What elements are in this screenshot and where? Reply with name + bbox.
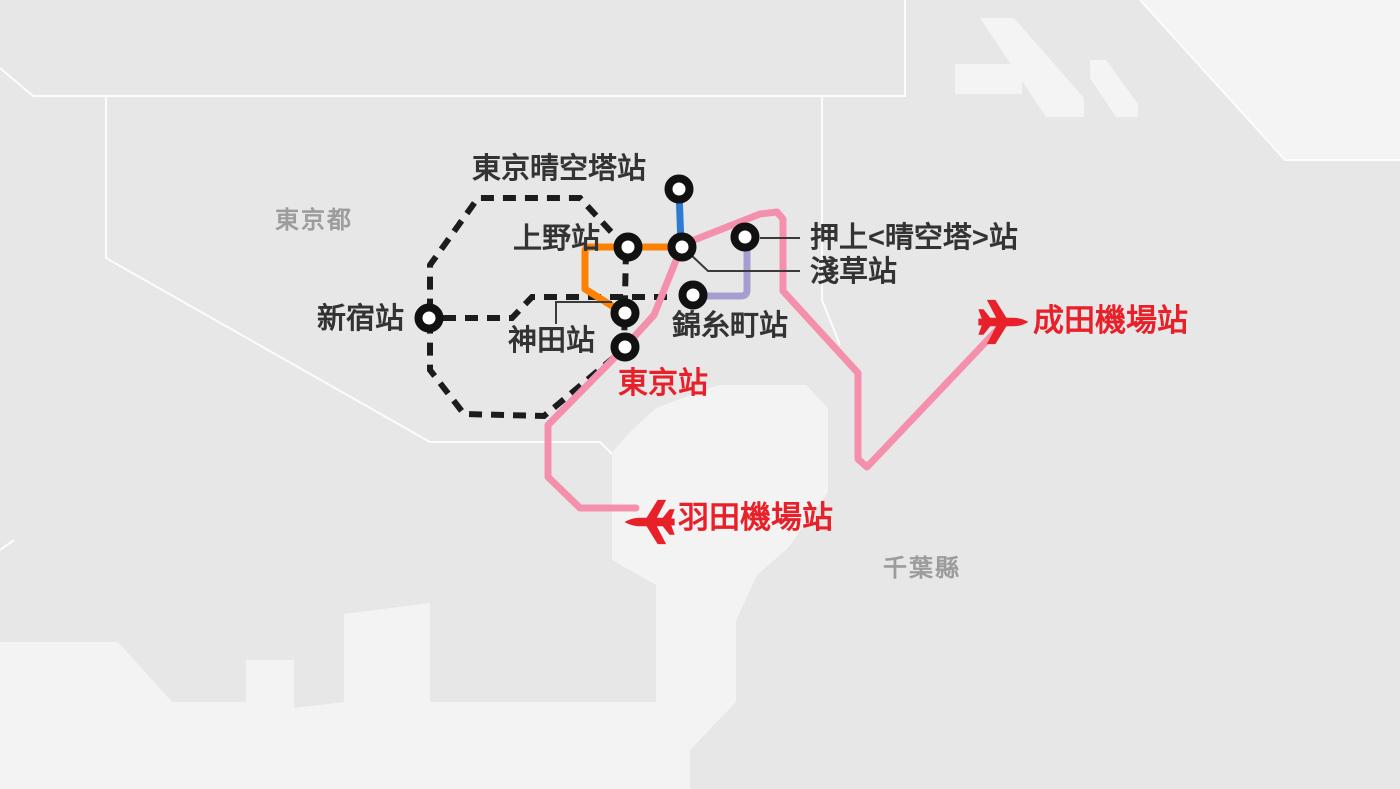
station-label-kinshicho: 錦糸町站: [672, 308, 788, 342]
station-marker-asakusa: [667, 232, 697, 262]
kanda-leader-line: [555, 301, 612, 324]
orange-line: [581, 243, 686, 313]
station-marker-oshiage: [730, 222, 760, 252]
chuo-sobu-dashed-line: [443, 294, 676, 321]
station-label-ueno: 上野站: [513, 222, 600, 255]
station-marker-shinjuku: [414, 303, 444, 333]
station-label-tokyo-station: 東京站: [618, 366, 708, 400]
station-label-kanda: 神田站: [508, 324, 595, 357]
decoration-tail-mark: [1090, 60, 1138, 117]
station-label-oshiage: 押上<晴空塔>站: [810, 220, 1018, 254]
boundary-line-west: [105, 96, 613, 455]
station-marker-tokyo-station: [610, 332, 640, 362]
boundary-line-east: [821, 96, 841, 346]
station-marker-tokyo-skytree: [664, 174, 694, 204]
asakusa-leader-line: [689, 253, 800, 272]
region-label-chiba-ken: 千葉縣: [883, 555, 961, 582]
station-label-asakusa: 淺草站: [810, 255, 897, 288]
station-label-tokyo-skytree: 東京晴空塔站: [472, 151, 646, 185]
airport-label-narita: 成田機場站: [1033, 303, 1188, 338]
tokyo-bay-region: [612, 385, 828, 660]
station-label-shinjuku: 新宿站: [317, 301, 404, 335]
decoration-wing-bar: [955, 64, 1022, 94]
boundary-line-north: [0, 0, 906, 97]
pink-airport-line-haneda: [544, 244, 685, 512]
prefecture-boundaries: [0, 0, 1400, 551]
decoration-fuselage-band: [980, 18, 1084, 117]
station-marker-kanda: [610, 298, 640, 328]
sea-region-south: [0, 603, 736, 789]
airport-label-haneda: 羽田機場站: [678, 500, 833, 535]
station-marker-kinshicho: [678, 280, 708, 310]
station-marker-ueno: [613, 232, 643, 262]
region-label-tokyo-to: 東京都: [275, 206, 353, 234]
pink-airport-line-narita: [680, 208, 1003, 471]
purple-line: [692, 236, 751, 300]
airplane-runway-decoration: [955, 18, 1138, 117]
boundary-line-northeast: [1139, 0, 1400, 161]
region-northeast: [1140, 0, 1400, 160]
boundary-line-southwest: [0, 539, 15, 551]
